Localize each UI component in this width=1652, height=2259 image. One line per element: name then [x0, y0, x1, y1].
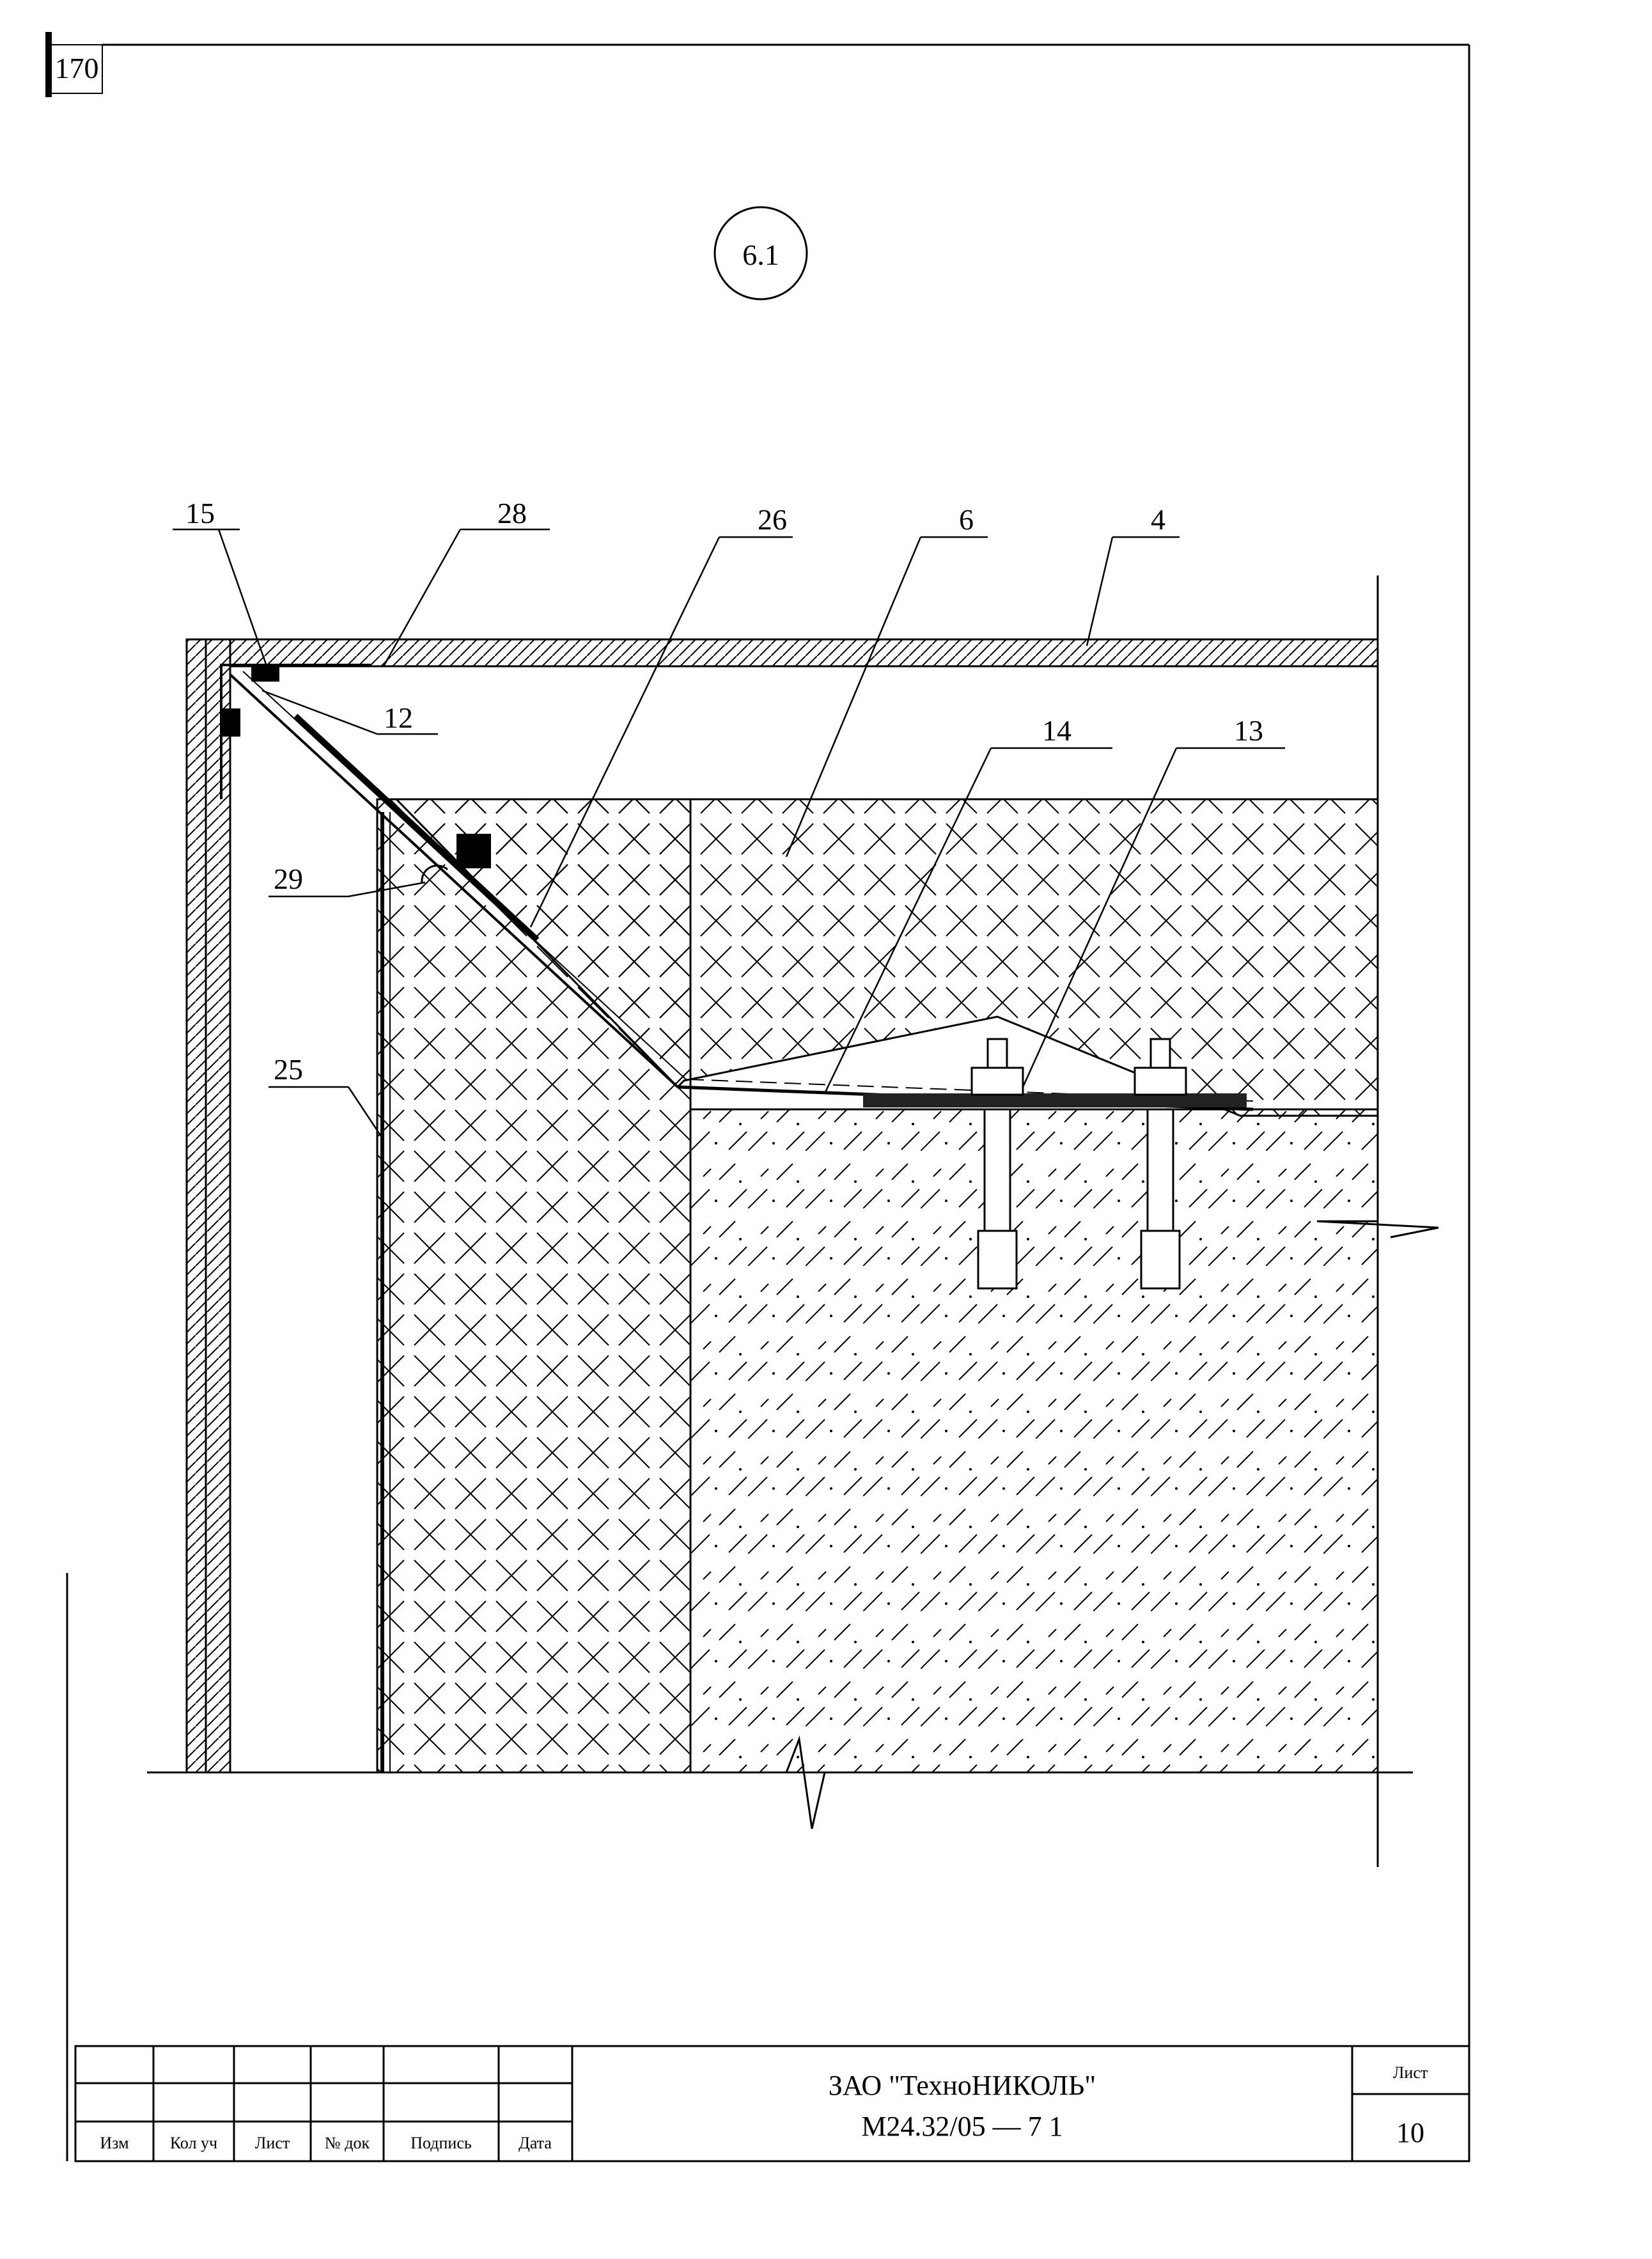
- sheet-number: 10: [1396, 2117, 1424, 2148]
- callout-4: 4: [1151, 503, 1165, 536]
- callout-29: 29: [274, 863, 303, 895]
- break-lines: [147, 1220, 1439, 1829]
- cladding-wall: [205, 638, 231, 1774]
- anchor-bolt-2: [1134, 1038, 1187, 1290]
- page-number: 170: [55, 52, 99, 84]
- page-number-box: 170: [45, 32, 103, 97]
- top-cladding-panel: [229, 638, 1379, 668]
- callout-14: 14: [1042, 714, 1071, 747]
- company-name: ЗАО "ТехноНИКОЛЬ": [829, 2070, 1096, 2101]
- header-n-dok: № док: [325, 2134, 370, 2152]
- callout-13: 13: [1234, 714, 1263, 747]
- callout-25: 25: [274, 1053, 303, 1086]
- concrete-slab: [689, 1108, 1379, 1774]
- sheet-frame: [66, 43, 1470, 2161]
- anchor-bolt-1: [970, 1038, 1024, 1290]
- header-kol-uch: Кол уч: [170, 2134, 217, 2152]
- callout-15: 15: [185, 497, 215, 529]
- callout-12: 12: [384, 701, 413, 734]
- callout-26: 26: [758, 503, 787, 536]
- header-izm: Изм: [100, 2134, 129, 2152]
- header-data: Дата: [518, 2134, 552, 2152]
- header-list: Лист: [255, 2134, 290, 2152]
- corner-bracket: [220, 664, 491, 883]
- callout-28: 28: [497, 497, 527, 529]
- callout-leaders: [173, 528, 1285, 1139]
- anchor-plate: [863, 1093, 1247, 1107]
- title-block: [74, 2045, 1470, 2162]
- detail-mark: 6.1: [713, 206, 808, 301]
- callout-6: 6: [959, 503, 974, 536]
- section-drawing: [147, 575, 1439, 1867]
- detail-mark-label: 6.1: [742, 238, 779, 271]
- header-podpis: Подпись: [410, 2134, 472, 2152]
- sheet-label: Лист: [1393, 2063, 1428, 2082]
- document-code: М24.32/05 — 7 1: [861, 2111, 1063, 2142]
